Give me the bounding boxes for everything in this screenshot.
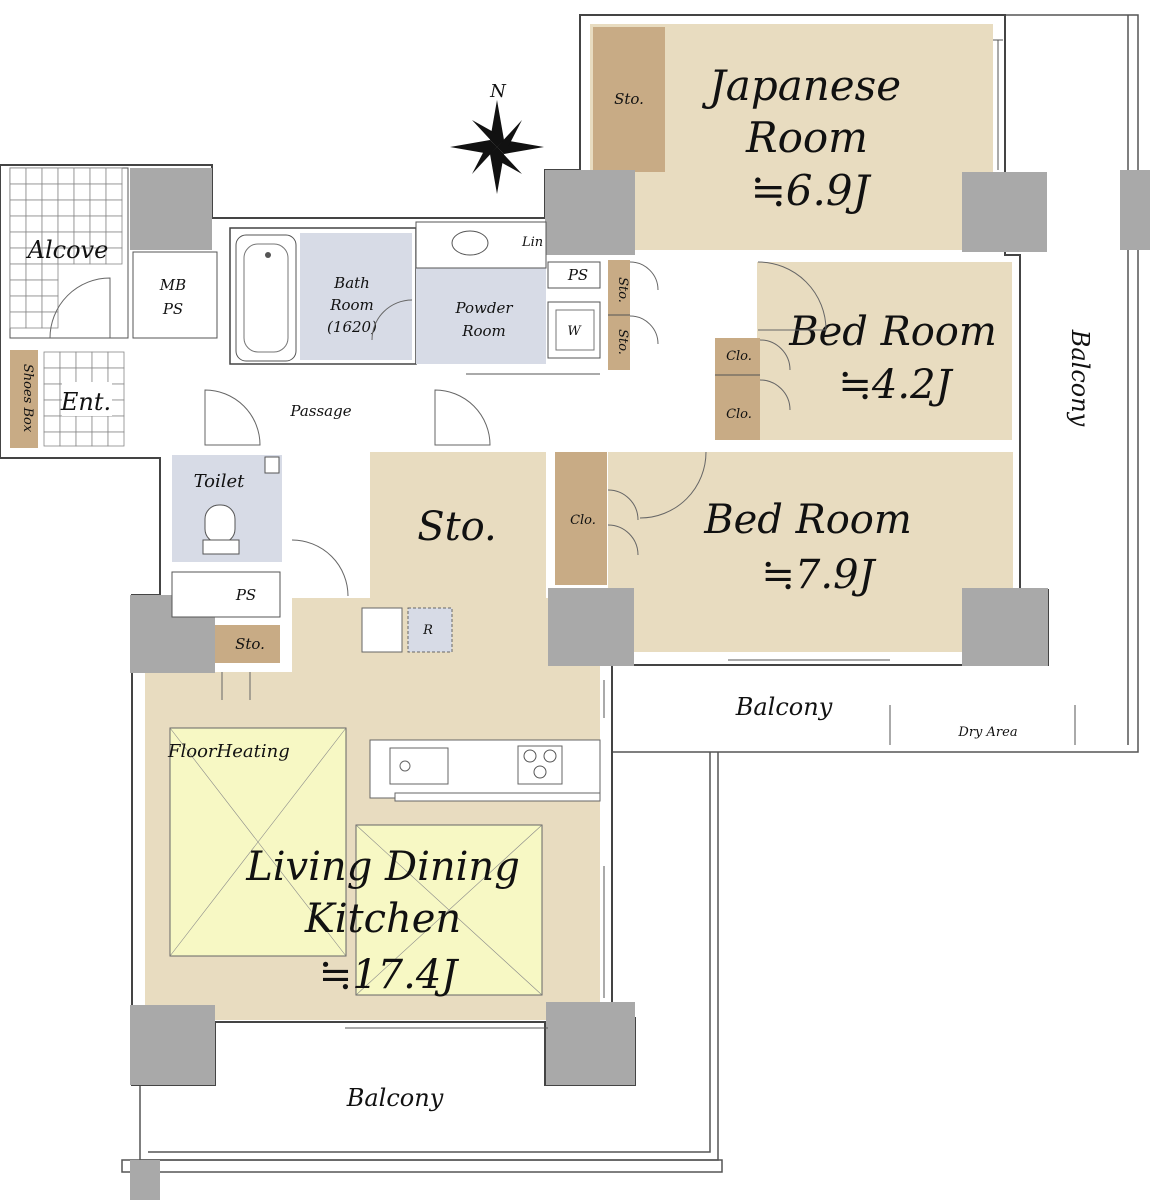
- dry-area-label: Dry Area: [957, 725, 1017, 740]
- ldk-name-line2: Kitchen: [304, 896, 461, 942]
- closet-label: Clo.: [726, 349, 752, 364]
- storage-small-label: Sto.: [615, 277, 630, 303]
- closet-label: Clo.: [726, 407, 752, 422]
- bed-room-1: Clo. Clo. Bed Room ≒4.2J: [715, 261, 1012, 440]
- japanese-room-name-line1: Japanese: [701, 61, 901, 110]
- balcony-south-center-label: Balcony: [735, 693, 833, 721]
- storage-room: Sto.: [370, 389, 546, 598]
- toilet-icon: [204, 504, 236, 544]
- bed-room-2-closet: [555, 452, 607, 585]
- entrance-label: Ent.: [60, 388, 111, 416]
- linen-label: Lin: [521, 235, 543, 250]
- japanese-room: Sto. Japanese Room ≒6.9J: [545, 24, 1047, 255]
- japanese-room-storage-label: Sto.: [614, 90, 644, 108]
- storage-room-label: Sto.: [417, 504, 497, 550]
- living-dining-kitchen: FloorHeating Living Dining Kitchen ≒17.4…: [130, 539, 635, 1085]
- washbasin-icon: [451, 230, 489, 256]
- entrance-area: Alcove MB PS Shoes Box Ent. Passage: [9, 167, 352, 448]
- toilet-label: Toilet: [194, 471, 246, 492]
- sink-icon: [389, 747, 449, 785]
- bath-label-line2: Room: [329, 296, 374, 314]
- alcove-label: Alcove: [26, 236, 109, 264]
- compass-north-label: N: [489, 81, 507, 102]
- powder-label-line2: Room: [461, 322, 506, 340]
- bath-label-line1: Bath: [333, 274, 370, 292]
- shoes-box-label: Shoes Box: [20, 364, 35, 433]
- bed-room-1-closet: [715, 338, 760, 440]
- storage-small-label: Sto.: [235, 635, 265, 653]
- balcony-post: [130, 1160, 160, 1200]
- balcony-east-label: Balcony: [1066, 329, 1094, 427]
- powder-label-line1: Powder: [454, 299, 513, 317]
- bed-room-1-name: Bed Room: [788, 309, 997, 355]
- japanese-room-storage: [593, 27, 665, 172]
- ldk-size: ≒17.4J: [319, 952, 460, 998]
- ldk-name-line1: Living Dining: [245, 844, 520, 890]
- refrigerator-space: [407, 607, 453, 653]
- ps-label: PS: [567, 266, 588, 284]
- balcony-outline: [121, 14, 1150, 1200]
- compass-rose-icon: N: [450, 81, 544, 194]
- balcony-south-west-label: Balcony: [346, 1084, 444, 1112]
- mb-ps-label-line2: PS: [162, 300, 183, 318]
- mb-ps-label-line1: MB: [159, 276, 186, 294]
- bath-area: Bath Room (1620) Powder Room Lin PS W St…: [229, 221, 659, 375]
- japanese-room-size: ≒6.9J: [751, 166, 872, 215]
- bed-room-2: Clo. Bed Room ≒7.9J: [548, 451, 1048, 666]
- storage-small-label: Sto.: [615, 329, 630, 355]
- japanese-room-name-line2: Room: [745, 113, 868, 162]
- washer-label: W: [567, 324, 582, 339]
- bed-room-1-size: ≒4.2J: [838, 362, 953, 408]
- bed-room-2-name: Bed Room: [703, 497, 912, 543]
- closet-label: Clo.: [570, 513, 596, 528]
- bed-room-2-size: ≒7.9J: [761, 552, 876, 598]
- floor-heating-label: FloorHeating: [167, 741, 290, 762]
- passage-label: Passage: [289, 402, 351, 420]
- refrigerator-label: R: [422, 623, 433, 638]
- alcove-tiles: [9, 167, 123, 329]
- ps-label: PS: [235, 586, 256, 604]
- bath-label-line3: (1620): [327, 318, 377, 336]
- toilet-area: Toilet PS Sto.: [171, 389, 282, 700]
